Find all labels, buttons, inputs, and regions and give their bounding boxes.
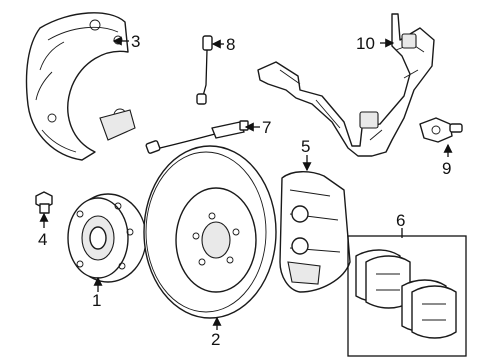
brake-caliper: [279, 171, 351, 293]
callout-9: 9: [442, 159, 451, 178]
wear-sensor-small: [196, 35, 213, 105]
pad-kit-box: [347, 235, 467, 357]
bracket-harness: [257, 13, 435, 157]
splash-shield: [25, 12, 136, 161]
callout-10: 10: [356, 34, 375, 53]
callout-7: 7: [262, 118, 271, 137]
callout-5: 5: [301, 137, 310, 156]
callout-1: 1: [92, 291, 101, 310]
wheel-hub: [67, 193, 147, 283]
callout-4: 4: [38, 230, 47, 249]
abs-sensor: [419, 117, 463, 143]
hub-bolt: [35, 191, 53, 214]
brake-rotor: [143, 145, 277, 319]
callout-3: 3: [131, 32, 140, 51]
callout-6: 6: [396, 211, 405, 230]
callout-8: 8: [226, 35, 235, 54]
brake-pad-kit: [347, 235, 467, 357]
callout-2: 2: [211, 330, 220, 349]
